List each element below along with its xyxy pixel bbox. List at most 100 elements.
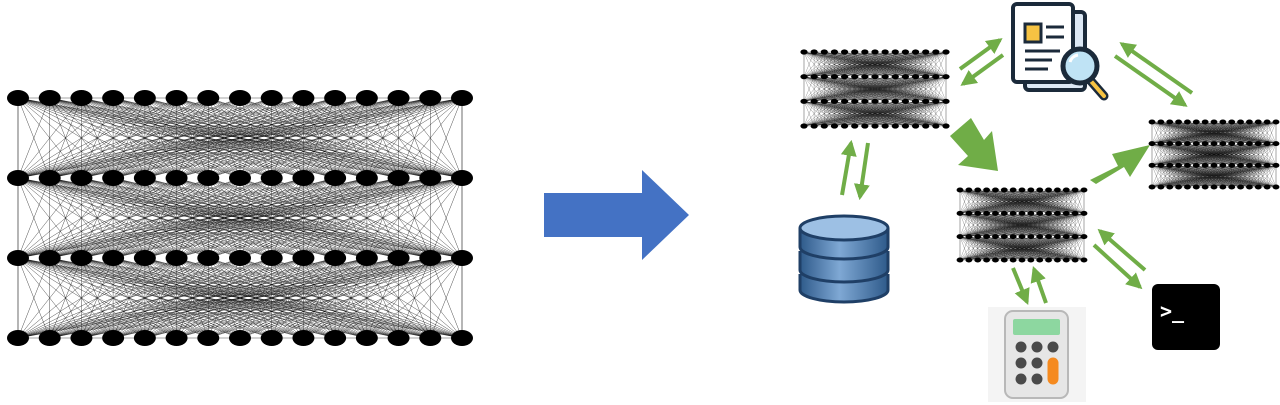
neuron-node bbox=[1201, 184, 1209, 190]
neuron-node bbox=[932, 98, 940, 104]
neuron-node bbox=[840, 123, 849, 129]
network-connections bbox=[959, 189, 1085, 261]
arrow-calc-to-net2 bbox=[1030, 265, 1048, 304]
neuron-node bbox=[419, 90, 442, 106]
neuron-node bbox=[1027, 210, 1035, 216]
neuron-node bbox=[974, 234, 982, 240]
network-layer bbox=[7, 330, 473, 346]
neuron-node bbox=[1062, 257, 1070, 263]
neuron-node bbox=[1272, 119, 1280, 125]
neuron-node bbox=[830, 74, 839, 80]
arrow-db-to-net1 bbox=[840, 139, 857, 196]
neuron-node bbox=[1219, 162, 1227, 168]
neuron-node bbox=[1201, 162, 1209, 168]
neuron-node bbox=[324, 330, 347, 346]
neuron-node bbox=[956, 210, 964, 216]
neuron-node bbox=[229, 90, 251, 106]
neuron-node bbox=[1272, 184, 1280, 190]
neuron-node bbox=[324, 170, 347, 186]
neuron-node bbox=[1062, 187, 1070, 193]
neuron-node bbox=[197, 330, 220, 346]
neuron-node bbox=[922, 49, 930, 55]
neuron-node bbox=[1009, 187, 1017, 193]
neuron-node bbox=[1166, 141, 1174, 147]
neuron-node bbox=[820, 74, 828, 80]
neuron-node bbox=[1036, 257, 1044, 263]
neuron-node bbox=[229, 330, 251, 346]
neuron-node bbox=[1157, 184, 1165, 190]
neuron-node bbox=[840, 98, 849, 104]
neuron-node bbox=[387, 90, 410, 106]
neuron-node bbox=[7, 250, 29, 266]
neuron-node bbox=[965, 257, 973, 263]
neuron-node bbox=[1054, 210, 1061, 216]
neuron-node bbox=[1263, 184, 1271, 190]
neuron-node bbox=[7, 170, 29, 186]
arrow-net2-to-calc bbox=[1011, 267, 1030, 305]
neuron-node bbox=[1036, 187, 1044, 193]
neuron-node bbox=[324, 250, 347, 266]
neuron-node bbox=[1219, 184, 1227, 190]
neuron-node bbox=[1237, 184, 1244, 190]
neuron-node bbox=[932, 74, 940, 80]
neuron-node bbox=[1054, 257, 1061, 263]
neuron-node bbox=[891, 74, 899, 80]
neuron-node bbox=[861, 123, 869, 129]
neuron-node bbox=[1157, 119, 1165, 125]
network-edges bbox=[17, 97, 463, 339]
neuron-node bbox=[810, 123, 818, 129]
network-layer bbox=[1148, 141, 1280, 147]
neuron-node bbox=[1166, 162, 1174, 168]
neuron-node bbox=[102, 330, 125, 346]
neuron-node bbox=[1080, 234, 1088, 240]
neuron-node bbox=[1175, 162, 1182, 168]
neuron-node bbox=[1210, 162, 1218, 168]
network-layer bbox=[800, 98, 950, 104]
neuron-node bbox=[1201, 119, 1209, 125]
neuron-node bbox=[800, 74, 808, 80]
network-layer bbox=[956, 210, 1088, 216]
neuron-node bbox=[1000, 234, 1008, 240]
neuron-node bbox=[840, 74, 849, 80]
neuron-node bbox=[1192, 162, 1200, 168]
neuron-node bbox=[911, 49, 920, 55]
neuron-node bbox=[70, 250, 93, 266]
neuron-node bbox=[881, 123, 889, 129]
neuron-node bbox=[1062, 234, 1070, 240]
neuron-node bbox=[820, 123, 828, 129]
big-network bbox=[7, 90, 473, 346]
neuron-node bbox=[1080, 187, 1088, 193]
neuron-node bbox=[922, 74, 930, 80]
neuron-node bbox=[165, 330, 188, 346]
neuron-node bbox=[133, 330, 156, 346]
neuron-node bbox=[260, 330, 283, 346]
neuron-node bbox=[38, 90, 61, 106]
neuron-node bbox=[165, 170, 188, 186]
neuron-node bbox=[830, 98, 839, 104]
calculator-key bbox=[1031, 373, 1043, 385]
neuron-node bbox=[956, 234, 964, 240]
neuron-node bbox=[881, 49, 889, 55]
neuron-node bbox=[1018, 187, 1026, 193]
neuron-node bbox=[1192, 119, 1200, 125]
neuron-node bbox=[1000, 187, 1008, 193]
neuron-node bbox=[1045, 187, 1052, 193]
neuron-node bbox=[292, 170, 315, 186]
neuron-node bbox=[1184, 141, 1191, 147]
neuron-node bbox=[911, 123, 920, 129]
neuron-node bbox=[851, 74, 859, 80]
neuron-node bbox=[70, 170, 93, 186]
neuron-node bbox=[983, 187, 990, 193]
network-layer bbox=[800, 74, 950, 80]
neuron-node bbox=[965, 210, 973, 216]
neuron-node bbox=[1175, 119, 1182, 125]
neuron-node bbox=[133, 90, 156, 106]
neuron-node bbox=[292, 90, 315, 106]
neuron-node bbox=[1210, 141, 1218, 147]
agent-network-2 bbox=[956, 187, 1088, 263]
neuron-node bbox=[451, 330, 473, 346]
neuron-node bbox=[197, 90, 220, 106]
neuron-node bbox=[942, 74, 950, 80]
